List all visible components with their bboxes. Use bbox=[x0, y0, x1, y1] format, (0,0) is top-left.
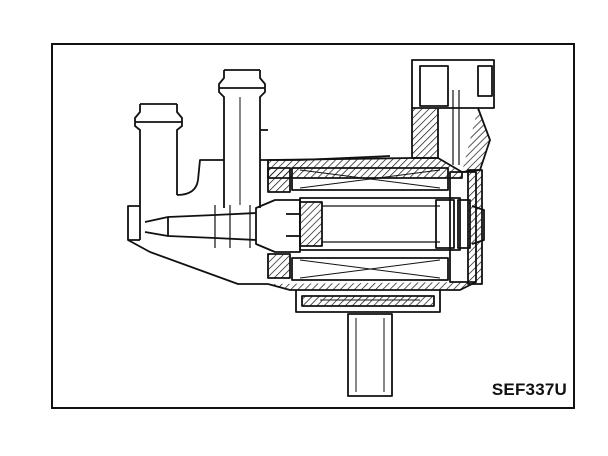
plunger bbox=[286, 197, 485, 251]
electrical-connector bbox=[411, 59, 495, 173]
bottom-shaft bbox=[347, 313, 393, 397]
solenoid-coil-lower bbox=[267, 253, 477, 291]
left-port-nipple bbox=[134, 103, 183, 240]
figure-code-label: SEF337U bbox=[491, 380, 567, 399]
bottom-flange bbox=[295, 290, 441, 313]
middle-port-nipple bbox=[218, 69, 266, 208]
valve-stem bbox=[144, 199, 301, 253]
solenoid-coil-upper bbox=[267, 167, 483, 285]
